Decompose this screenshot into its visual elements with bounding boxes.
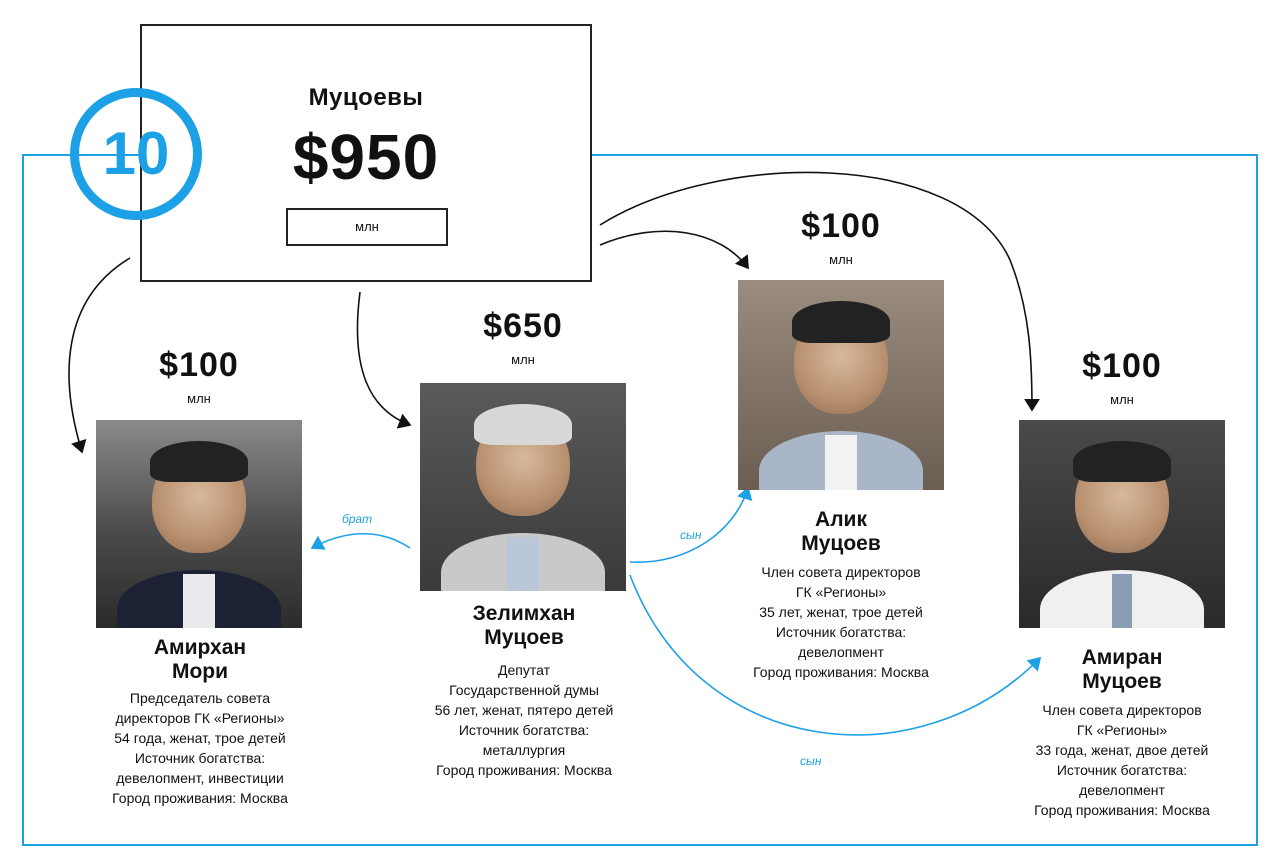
portrait-alik [738, 280, 944, 490]
portrait-zelimkhan [420, 383, 626, 591]
blue-arrow-son-amiran [629, 574, 1042, 736]
person-name: Амирхан Мори [153, 636, 247, 683]
relation-label-son-alik: сын [680, 528, 702, 542]
total-unit: млн [286, 208, 448, 246]
person-amiran-wealth: $100 млн [1019, 346, 1225, 407]
wealth-unit: млн [187, 391, 211, 406]
wealth-amount: $100 [801, 207, 881, 245]
arrow-to-alik [599, 230, 749, 270]
blue-arrow-brother [310, 533, 411, 550]
blue-arrow-son-alik [629, 486, 753, 563]
relation-label-son-amiran: сын [800, 754, 822, 768]
person-name: Зелимхан Муцоев [472, 602, 576, 649]
person-amirkhan-wealth: $100 млн [96, 345, 302, 406]
person-name: Амиран Муцоев [1081, 646, 1163, 693]
total-wealth: $950 [292, 121, 440, 193]
arrow-to-amirkhan [68, 257, 131, 454]
portrait-amirkhan [96, 420, 302, 628]
wealth-amount: $100 [1082, 347, 1162, 385]
person-name: Алик Муцоев [801, 508, 881, 555]
family-summary-box: Муцоевы $950 млн [140, 24, 592, 282]
content-frame [22, 154, 1258, 846]
arrow-to-amiran [599, 171, 1040, 412]
wealth-unit: млн [829, 252, 853, 267]
person-alik-wealth: $100 млн [738, 206, 944, 267]
family-name: Муцоевы [308, 84, 424, 111]
portrait-amiran [1019, 420, 1225, 628]
wealth-unit: млн [511, 352, 535, 367]
relation-label-brother: брат [342, 512, 373, 526]
wealth-unit: млн [1110, 392, 1134, 407]
wealth-amount: $100 [159, 346, 239, 384]
person-zelimkhan-wealth: $650 млн [420, 306, 626, 367]
arrow-to-zelimkhan [356, 291, 412, 429]
rank-badge: 10 [70, 88, 202, 220]
wealth-amount: $650 [483, 307, 563, 345]
